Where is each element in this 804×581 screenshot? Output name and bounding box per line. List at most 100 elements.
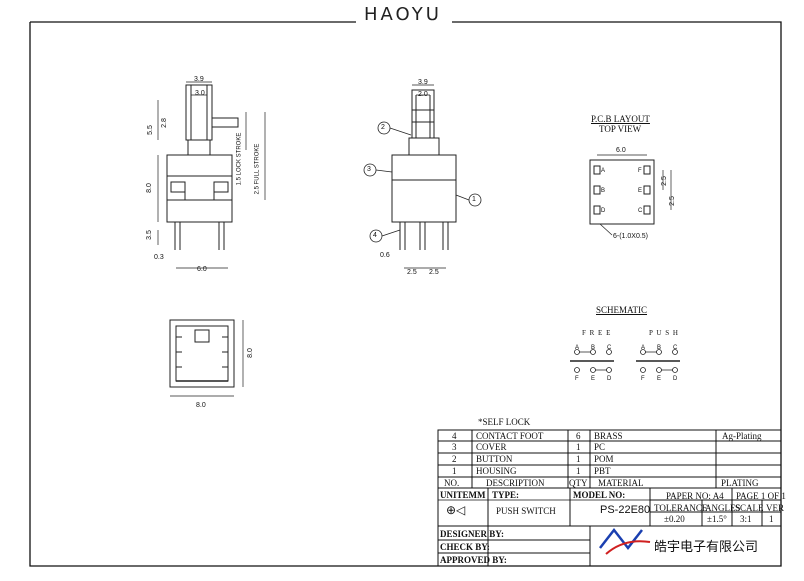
pcb-pin-a: A [601,168,606,174]
side-dim-top-outer: 3.9 [194,76,204,83]
bom-header-qty: QTY [569,478,588,488]
callout-4: 4 [373,232,377,239]
bom-row-3-no: 3 [452,442,457,452]
side-dim-8-0: 8.0 [145,183,153,193]
full-stroke-label: 2.5 FULL STROKE [254,143,261,195]
pcb-dim-right-b: 2.5 [668,196,676,206]
page-number: PAGE 1 OF 1 [736,491,786,501]
check-label: CHECK BY: [440,542,490,552]
bom-row-4-plating: Ag-Plating [722,431,762,441]
bottom-view-drawing [169,319,244,397]
model-label: MODEL NO: [573,490,626,500]
bom-row-2-no: 2 [452,454,457,464]
front-dim-2-5-b: 2.5 [429,269,439,276]
bom-row-1-qty: 1 [576,466,581,476]
brand-title: HAOYU [364,4,442,25]
drawing-border [29,21,782,567]
bom-row-2-qty: 1 [576,454,581,464]
sch-push-a: A [641,345,646,351]
callout-3: 3 [367,166,371,173]
projection-symbol-icon: ⊕◁ [446,503,466,517]
ver-value: 1 [769,514,774,524]
sch-free-c: C [607,345,612,351]
bom-header-no: NO. [444,478,460,488]
pcb-pin-e: E [638,188,643,194]
bom-header-desc: DESCRIPTION [486,478,545,488]
scale-label: SCALE [735,503,764,513]
schematic-drawing [570,349,680,373]
bom-row-4-material: BRASS [594,431,623,441]
company-name: 皓宇电子有限公司 [654,540,759,555]
side-dim-3-5: 3.5 [145,230,153,240]
front-dim-top-outer: 3.9 [418,79,428,86]
sch-push-b: B [657,345,662,351]
pcb-dim-right-a: 2.5 [660,176,668,186]
pcb-pin-f: F [638,168,642,174]
sch-push-f: F [641,376,645,382]
front-dim-0-6: 0.6 [380,252,390,259]
pcb-title: P.C.B LAYOUT [591,114,650,124]
side-dim-5-5: 5.5 [146,125,154,135]
callout-1: 1 [472,196,476,203]
bom-row-2-desc: BUTTON [476,454,513,464]
bom-header-material: MATERIAL [598,478,644,488]
bom-row-4-desc: CONTACT FOOT [476,431,544,441]
side-dim-0-3: 0.3 [154,254,164,261]
bom-row-4-no: 4 [452,431,457,441]
bom-row-1-material: PBT [594,466,611,476]
bottom-dim-bottom: 8.0 [196,402,206,409]
sch-free-b: B [591,345,596,351]
angles-label: ANGLES [705,503,741,513]
schematic-free-label: F R E E [582,329,612,337]
sch-push-d: D [673,376,678,382]
bom-row-1-desc: HOUSING [476,466,517,476]
bom-row-4-qty: 6 [576,431,581,441]
pcb-layout-drawing [589,154,672,236]
type-label: TYPE: [492,490,519,500]
paper-no: PAPER NO: A4 [666,491,724,501]
bom-row-3-qty: 1 [576,442,581,452]
tolerance-label: TOLERANCE [654,503,708,513]
pcb-dim-top: 6.0 [616,147,626,154]
side-dim-2-8: 2.8 [160,118,168,128]
schematic-title: SCHEMATIC [596,305,648,315]
pcb-subtitle: TOP VIEW [599,124,642,134]
side-view-drawing [157,81,266,269]
bom-row-3-desc: COVER [476,442,507,452]
self-lock-note: *SELF LOCK [478,417,531,427]
sch-free-e: E [591,376,596,382]
front-dim-2-5-a: 2.5 [407,269,417,276]
model-value: PS-22E80 [600,504,651,516]
sch-free-a: A [575,345,580,351]
sch-push-e: E [657,376,662,382]
bom-row-3-material: PC [594,442,606,452]
ver-label: VER [766,503,784,513]
bom-header-plating: PLATING [721,478,759,488]
designer-label: DESIGNER BY: [440,529,504,539]
company-logo [599,527,651,555]
title-block-grid [437,429,782,567]
sch-free-d: D [607,376,612,382]
angles-value: ±1.5° [707,514,727,524]
approved-label: APPROVED BY: [440,555,507,565]
type-value: PUSH SWITCH [496,506,556,516]
pcb-hole-note: 6-(1.0X0.5) [613,233,649,240]
tolerance-value: ±0.20 [664,514,685,524]
bom-row-1-no: 1 [452,466,457,476]
front-view-drawing [363,84,482,269]
unit-label: UNITEMM [440,490,486,500]
pcb-pin-c: C [638,208,643,214]
lock-stroke-label: 1.5 LOCK STROKE [236,132,243,186]
side-dim-top-inner: 3.0 [195,90,205,97]
front-dim-top-inner: 2.0 [418,91,428,98]
side-dim-bottom: 6.0 [197,266,207,273]
bottom-dim-right: 8.0 [246,348,254,358]
sch-push-c: C [673,345,678,351]
callout-2: 2 [381,124,385,131]
pcb-pin-d: D [601,208,606,214]
schematic-push-label: P U S H [649,329,679,337]
sch-free-f: F [575,376,579,382]
bom-row-2-material: POM [594,454,614,464]
scale-value: 3:1 [740,514,752,524]
